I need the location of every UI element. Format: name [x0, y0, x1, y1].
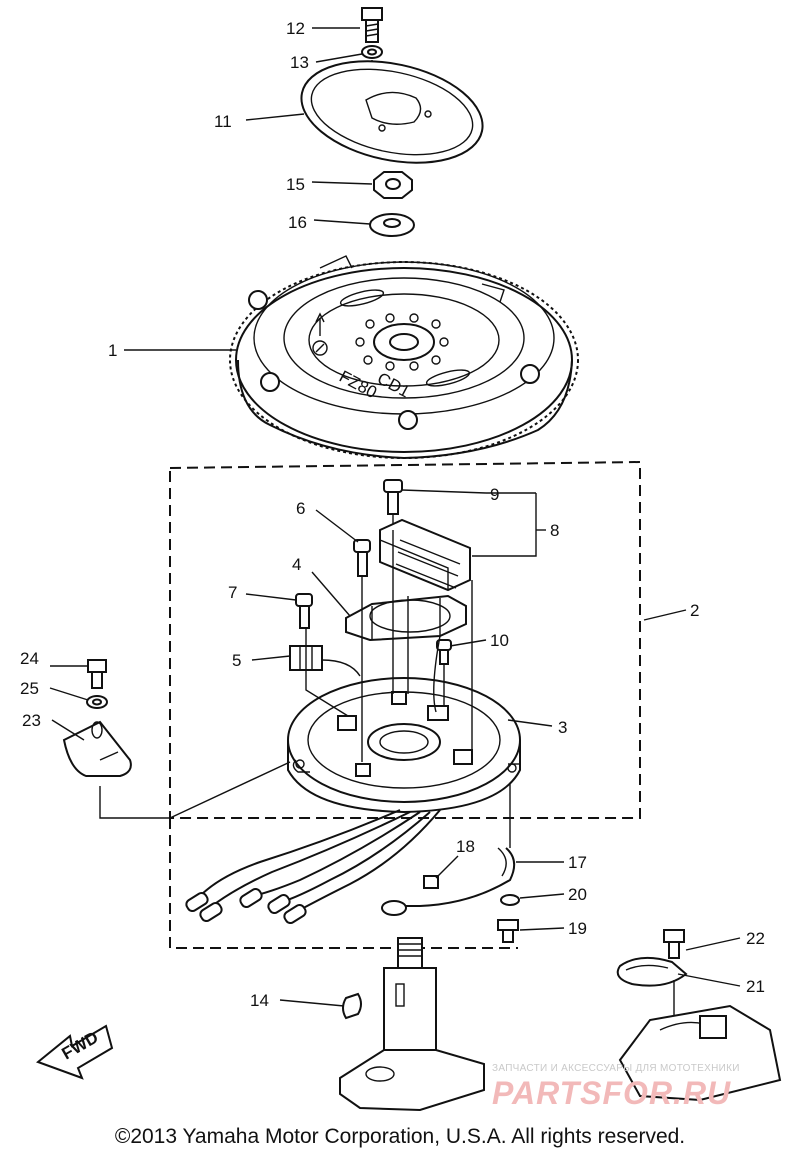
callout-22: 22: [746, 929, 765, 948]
callout-25: 25: [20, 679, 39, 698]
part-4-pulser-coil: [345, 594, 467, 642]
callout-19: 19: [568, 919, 587, 938]
lower-housing: [618, 1004, 782, 1102]
part-1-flywheel: FZ80 CD1: [229, 255, 579, 460]
callout-10: 10: [490, 631, 509, 650]
callout-12: 12: [286, 19, 305, 38]
part-24-bolt: [87, 659, 107, 689]
callout-labels: 12 13 11 15 16 1 9 8 6 4 7 2 10 5 24 25 …: [20, 19, 765, 1010]
callout-4: 4: [292, 555, 301, 574]
wire-harness: [185, 809, 441, 925]
part-7-screw: [295, 593, 313, 629]
part-5-connector: [289, 645, 361, 677]
part-3-stator-base: [287, 677, 521, 814]
part-23-bracket: [62, 720, 291, 819]
fwd-direction-arrow: FWD: [35, 1024, 114, 1080]
callout-15: 15: [286, 175, 305, 194]
lead-wires: [305, 530, 473, 762]
part-10-screw: [436, 639, 452, 665]
part-15-nut: [373, 171, 413, 199]
callout-14: 14: [250, 991, 269, 1010]
callout-20: 20: [568, 885, 587, 904]
part-17-ground-lead: [381, 784, 516, 916]
part-22-bolt: [663, 929, 685, 959]
part-8-charge-coil: [379, 518, 471, 592]
crankshaft: [339, 937, 485, 1112]
callout-6: 6: [296, 499, 305, 518]
callout-9: 9: [490, 485, 499, 504]
part-6-screw: [353, 539, 371, 577]
part-19-bolt: [497, 919, 519, 943]
part-12-bolt: [361, 7, 383, 43]
part-20-washer: [500, 894, 520, 906]
part-18-clip: [423, 875, 439, 889]
leader-lines: [49, 27, 741, 1007]
copyright-notice: ©2013 Yamaha Motor Corporation, U.S.A. A…: [114, 1125, 686, 1148]
callout-3: 3: [558, 718, 567, 737]
callout-13: 13: [290, 53, 309, 72]
part-11-cover-plate: [300, 60, 484, 164]
callout-21: 21: [746, 977, 765, 996]
callout-11: 11: [214, 112, 232, 131]
part-21-clamp: [616, 956, 688, 1036]
callout-16: 16: [288, 213, 307, 232]
callout-5: 5: [232, 651, 241, 670]
part-9-screw: [383, 479, 403, 530]
part-2-assembly-boundary: [169, 460, 641, 819]
callout-2: 2: [690, 601, 699, 620]
part-16-washer: [369, 213, 415, 237]
watermark-tagline: ЗАПЧАСТИ И АКСЕССУАРЫ ДЛЯ МОТОТЕХНИКИ: [492, 1063, 740, 1074]
callout-18: 18: [456, 837, 475, 856]
callout-17: 17: [568, 853, 587, 872]
part-14-key: [342, 992, 362, 1020]
callout-8: 8: [550, 521, 559, 540]
callout-1: 1: [108, 341, 117, 360]
callout-7: 7: [228, 583, 237, 602]
part-25-washer: [86, 695, 108, 709]
callout-24: 24: [20, 649, 39, 668]
watermark-logo: PARTSFOR.RU: [492, 1075, 732, 1111]
callout-23: 23: [22, 711, 41, 730]
